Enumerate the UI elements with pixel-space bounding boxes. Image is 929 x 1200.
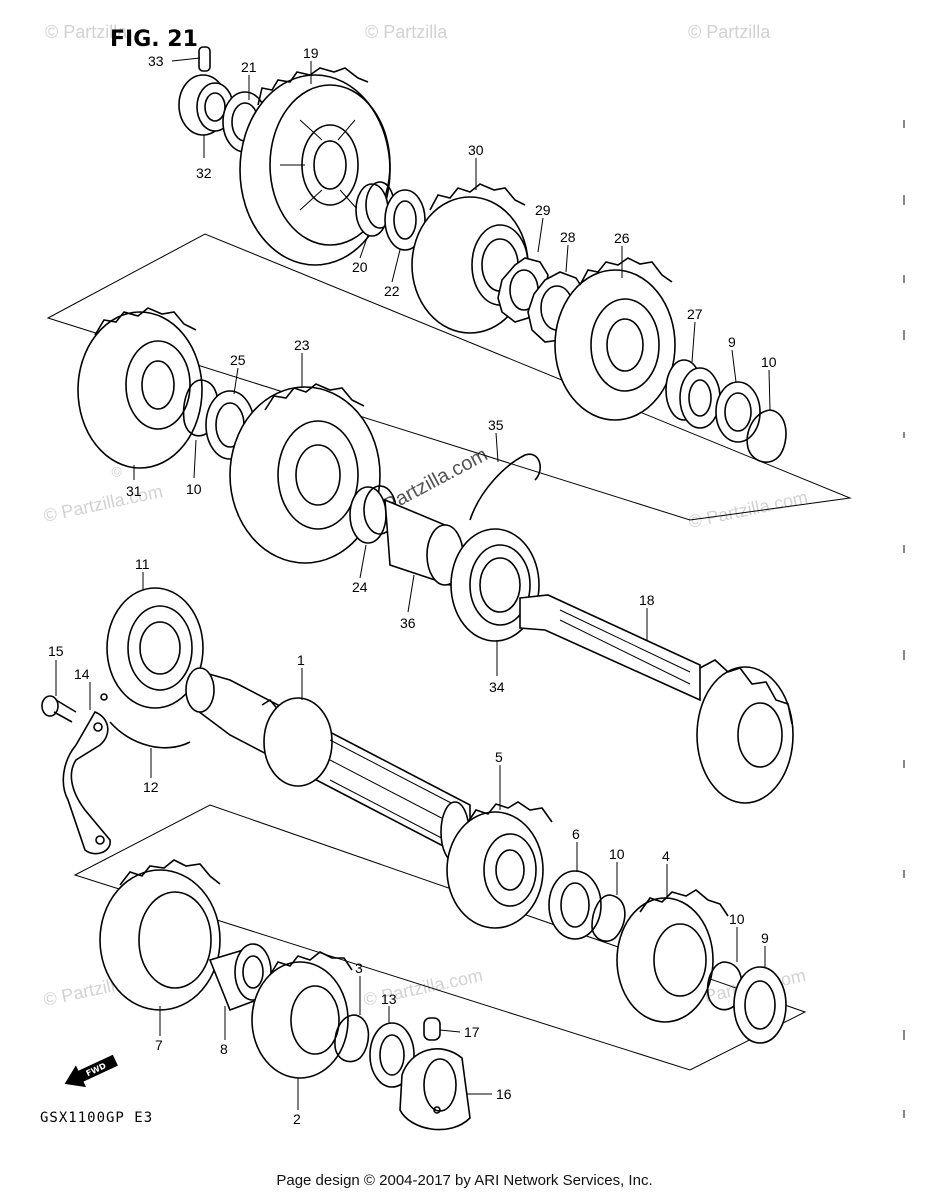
watermark: © Partzilla — [688, 22, 771, 42]
part-27-bearing[interactable] — [665, 359, 721, 429]
callout-18[interactable]: 18 — [639, 592, 655, 608]
callout-31[interactable]: 31 — [126, 483, 142, 499]
part-14-bracket[interactable] — [62, 693, 111, 855]
part-33-pin[interactable] — [198, 46, 211, 72]
callout-20[interactable]: 20 — [352, 259, 368, 275]
callout-7[interactable]: 7 — [155, 1037, 163, 1053]
callout-15[interactable]: 15 — [48, 643, 64, 659]
scan-specks — [903, 120, 905, 1118]
watermark: © Partzilla.com — [687, 487, 810, 532]
part-6-washer[interactable] — [548, 870, 602, 940]
callout-30[interactable]: 30 — [468, 142, 484, 158]
part-15-bolt[interactable] — [41, 695, 77, 723]
callout-9[interactable]: 9 — [728, 334, 736, 350]
callout-22[interactable]: 22 — [384, 283, 400, 299]
callout-5[interactable]: 5 — [495, 749, 503, 765]
part-2-gear[interactable] — [251, 951, 353, 1079]
callout-2[interactable]: 2 — [293, 1111, 301, 1127]
callout-4[interactable]: 4 — [662, 848, 670, 864]
part-12-clip[interactable] — [109, 721, 191, 749]
part-22-washer[interactable] — [384, 189, 426, 251]
callout-36[interactable]: 36 — [400, 615, 416, 631]
part-1-main-shaft[interactable] — [185, 667, 471, 863]
part-10-circlip[interactable] — [706, 961, 743, 1011]
callout-11[interactable]: 11 — [135, 556, 150, 572]
watermark: © Partzilla.com — [42, 481, 165, 526]
page-footer: Page design © 2004-2017 by ARI Network S… — [276, 1172, 653, 1189]
callout-16[interactable]: 16 — [496, 1086, 512, 1102]
part-18-output-shaft[interactable] — [519, 594, 794, 804]
callout-35[interactable]: 35 — [488, 417, 504, 433]
callout-9[interactable]: 9 — [761, 930, 769, 946]
leader-lines — [55, 57, 771, 1110]
callout-14[interactable]: 14 — [74, 666, 90, 682]
callout-23[interactable]: 23 — [294, 337, 310, 353]
callout-10[interactable]: 10 — [609, 846, 625, 862]
part-7-gear[interactable] — [99, 859, 221, 1011]
part-10-circlip[interactable] — [182, 379, 219, 437]
callout-6[interactable]: 6 — [572, 826, 580, 842]
callout-25[interactable]: 25 — [230, 352, 246, 368]
watermark: © Partzilla — [365, 22, 448, 42]
part-35-ring[interactable] — [469, 453, 541, 521]
callout-19[interactable]: 19 — [303, 45, 319, 61]
part-23-gear[interactable] — [229, 383, 381, 564]
callout-17[interactable]: 17 — [464, 1024, 480, 1040]
callout-34[interactable]: 34 — [489, 679, 505, 695]
part-5-gear[interactable] — [446, 801, 553, 929]
callout-3[interactable]: 3 — [355, 960, 363, 976]
callout-33[interactable]: 33 — [148, 53, 164, 69]
callout-1[interactable]: 1 — [297, 652, 305, 668]
part-4-gear[interactable] — [616, 889, 729, 1023]
watermark: © Partzilla — [45, 22, 128, 42]
callout-10[interactable]: 10 — [761, 354, 777, 370]
part-9-washer[interactable] — [715, 381, 761, 443]
part-11-bearing[interactable] — [106, 587, 204, 709]
callout-27[interactable]: 27 — [687, 306, 703, 322]
callout-13[interactable]: 13 — [381, 991, 397, 1007]
part-10-circlip[interactable] — [591, 894, 626, 942]
callout-29[interactable]: 29 — [535, 202, 551, 218]
part-34-bearing[interactable] — [450, 528, 540, 642]
callout-10[interactable]: 10 — [729, 911, 745, 927]
lower-group-frame — [73, 804, 807, 1071]
upper-group-frame — [46, 233, 852, 521]
part-10-circlip[interactable] — [746, 409, 787, 463]
callout-8[interactable]: 8 — [220, 1041, 228, 1057]
fwd-arrow-icon: FWD — [64, 1054, 118, 1088]
callouts: 33 21 19 32 30 20 22 29 28 26 27 9 10 23… — [48, 45, 777, 1127]
part-31-gear[interactable] — [77, 307, 203, 469]
callout-21[interactable]: 21 — [241, 59, 257, 75]
part-3-circlip[interactable] — [334, 1014, 370, 1063]
callout-28[interactable]: 28 — [560, 229, 576, 245]
callout-12[interactable]: 12 — [143, 779, 159, 795]
part-16-cap[interactable] — [399, 1048, 471, 1131]
watermarks: © Partzilla © Partzilla © Partzilla © Pa… — [42, 22, 810, 1010]
part-26-gear[interactable] — [554, 257, 676, 421]
callout-26[interactable]: 26 — [614, 230, 630, 246]
part-19-gear[interactable] — [239, 67, 391, 266]
model-code: GSX1100GP E3 — [40, 1110, 153, 1126]
part-17-pin[interactable] — [423, 1017, 441, 1041]
part-9-washer[interactable] — [733, 966, 787, 1044]
callout-24[interactable]: 24 — [352, 579, 368, 595]
figure-title: FIG. 21 — [110, 27, 198, 52]
callout-10[interactable]: 10 — [186, 481, 202, 497]
callout-32[interactable]: 32 — [196, 165, 212, 181]
